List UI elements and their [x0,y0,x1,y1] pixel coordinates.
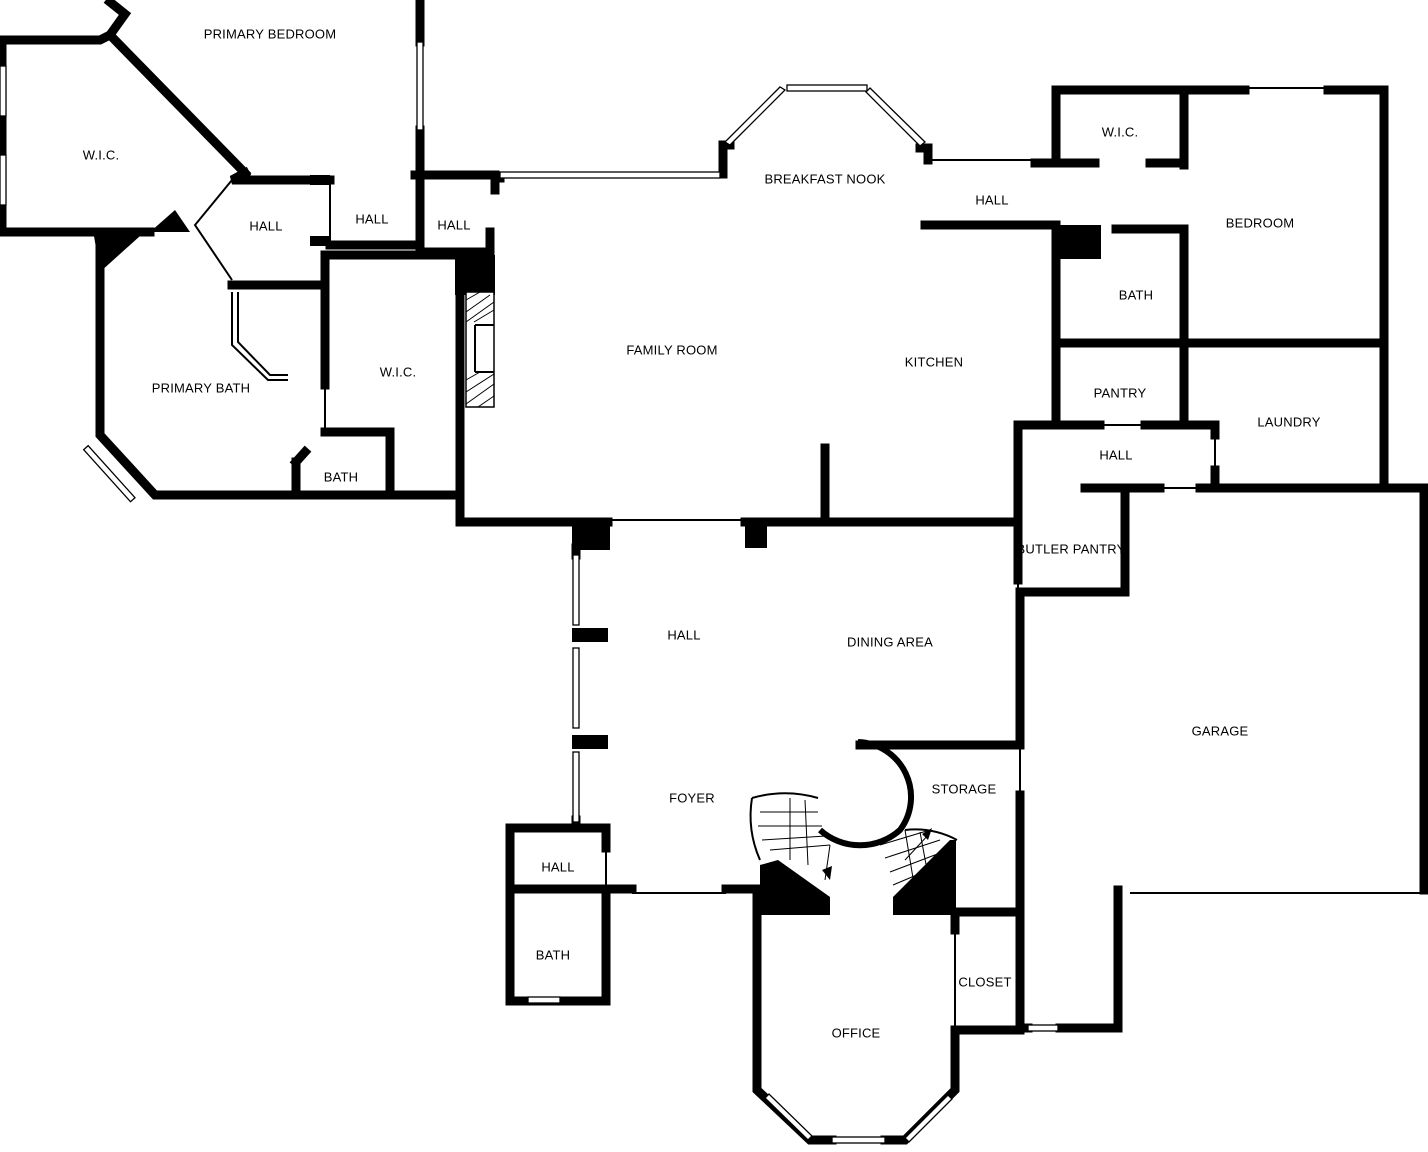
room-label-hall-3: HALL [437,217,471,233]
room-label-garage: GARAGE [1191,723,1249,739]
room-label-foyer: FOYER [669,790,715,806]
room-label-bath-3: BATH [535,947,571,963]
room-label-laundry: LAUNDRY [1257,414,1321,430]
room-label-hall-5: HALL [1099,447,1133,463]
thin-details [193,87,1420,1030]
room-label-primary-bath: PRIMARY BATH [151,380,251,396]
room-label-office: OFFICE [831,1025,881,1041]
room-label-storage: STORAGE [931,781,997,797]
room-label-wic-1: W.I.C. [82,147,120,163]
room-label-dining-area: DINING AREA [847,634,933,650]
room-label-family-room: FAMILY ROOM [626,342,718,358]
room-label-butler-pantry: BUTLER PANTRY [1016,541,1126,557]
room-label-closet: CLOSET [958,974,1012,990]
room-label-breakfast-nook: BREAKFAST NOOK [764,171,886,187]
room-label-kitchen: KITCHEN [904,354,964,370]
room-label-hall-2: HALL [355,211,389,227]
room-label-primary-bedroom: PRIMARY BEDROOM [203,26,337,42]
room-label-hall-7: HALL [541,859,575,875]
room-label-bath-2: BATH [323,469,359,485]
room-label-hall-1: HALL [249,218,283,234]
solid-wall-blocks [94,175,1101,915]
room-label-bath-1: BATH [1118,287,1154,303]
room-label-pantry: PANTRY [1093,385,1147,401]
room-label-wic-3: W.I.C. [379,364,417,380]
room-label-wic-2: W.I.C. [1101,124,1139,140]
room-label-bedroom: BEDROOM [1225,215,1295,231]
windows [0,41,1059,1144]
room-label-hall-6: HALL [667,627,701,643]
room-label-hall-4: HALL [975,192,1009,208]
